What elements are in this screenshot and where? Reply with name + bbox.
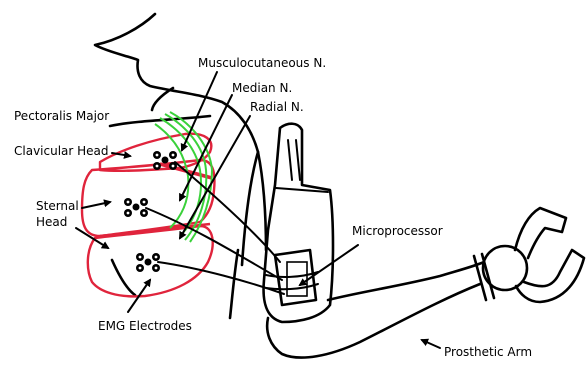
label-prosthetic-arm: Prosthetic Arm — [444, 345, 532, 359]
label-microprocessor: Microprocessor — [352, 224, 443, 238]
label-emg-electrodes: EMG Electrodes — [98, 319, 192, 333]
electrode-icon — [124, 198, 148, 217]
label-pectoralis-major: Pectoralis Major — [14, 109, 109, 123]
prosthetic-arm — [264, 124, 584, 358]
label-radial-nerve: Radial N. — [250, 100, 304, 114]
electrode-icon — [136, 253, 160, 272]
label-sternal: Sternal — [36, 199, 79, 213]
label-head: Head — [36, 215, 67, 229]
label-clavicular-head: Clavicular Head — [14, 144, 109, 158]
label-median-nerve: Median N. — [232, 81, 292, 95]
label-musculocutaneous-nerve: Musculocutaneous N. — [198, 56, 326, 70]
